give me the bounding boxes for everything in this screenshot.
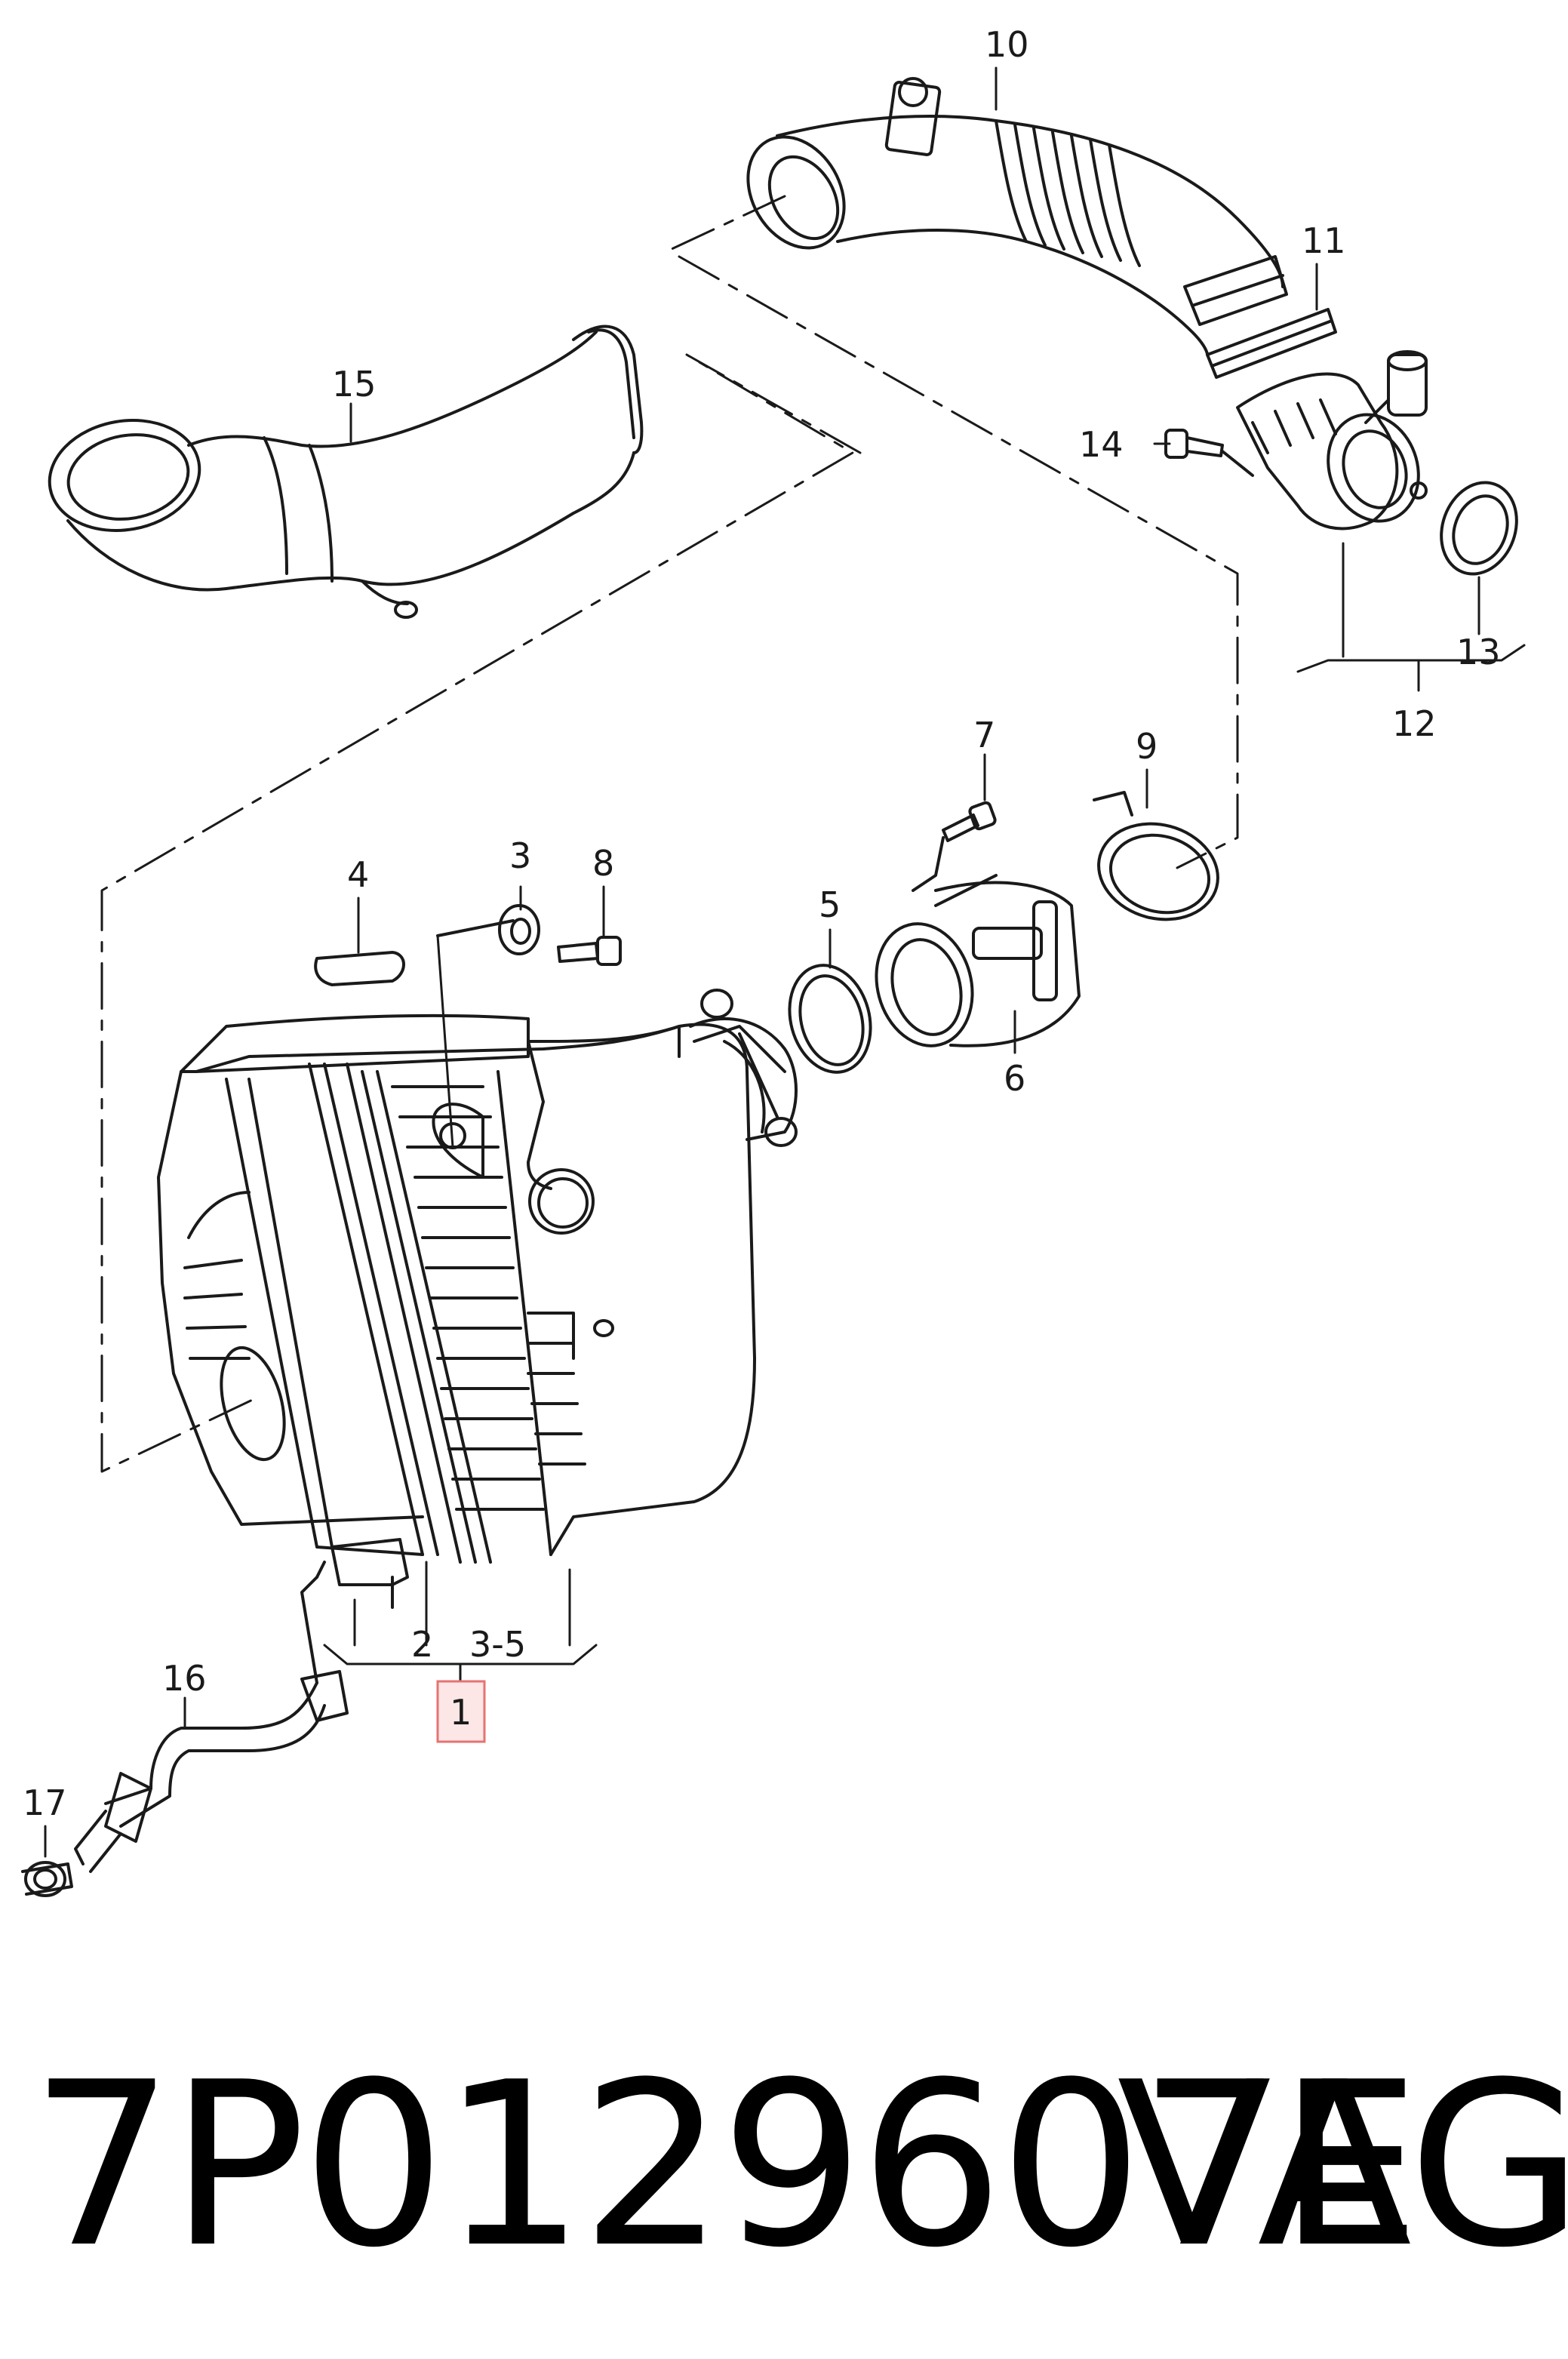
callout-14: 14 (1079, 424, 1124, 465)
callout-2: 2 (411, 1624, 433, 1665)
highlight-box (436, 1680, 486, 1743)
callout-8: 8 (592, 843, 614, 884)
air-flow-sensor-6 (875, 874, 1081, 1047)
clamp-band-11 (1206, 308, 1337, 379)
callout-13: 13 (1456, 632, 1501, 672)
air-filter-housing (157, 989, 798, 1609)
callout-16: 16 (162, 1658, 207, 1699)
exploded-view-drawing: 10 11 14 13 12 15 7 9 4 3 8 5 6 2 3-5 1 … (21, 24, 1526, 1897)
hose-clamp-9 (1093, 791, 1219, 921)
intake-hose-upper (746, 77, 1288, 356)
part-number: 7P0129607E (30, 2034, 1421, 2297)
grommet-3 (436, 904, 540, 955)
screw-7 (912, 801, 997, 892)
callout-6: 6 (1004, 1058, 1025, 1099)
intake-hose-lower (48, 324, 644, 619)
callout-5: 5 (819, 884, 841, 925)
seal-ring-13 (1440, 481, 1518, 576)
dashed-assembly-lines (100, 195, 1239, 1473)
callout-4: 4 (347, 854, 369, 895)
callout-labels: 10 11 14 13 12 15 7 9 4 3 8 5 6 2 3-5 1 … (23, 24, 1501, 1823)
callout-15: 15 (332, 364, 377, 404)
connector-housing-12 (1236, 350, 1428, 531)
clamp-17 (21, 1861, 73, 1897)
bolt-8 (557, 936, 622, 966)
screw-14 (1164, 429, 1254, 477)
callout-12: 12 (1392, 703, 1437, 744)
parts-diagram: 10 11 14 13 12 15 7 9 4 3 8 5 6 2 3-5 1 … (21, 24, 1526, 1897)
brand-name: VAG (1117, 2034, 1568, 2297)
leader-lines (44, 66, 1526, 1858)
callout-10: 10 (985, 24, 1029, 65)
gasket-ring-5 (788, 964, 872, 1074)
vent-hose-16 (74, 1576, 349, 1873)
callout-7: 7 (973, 715, 995, 755)
callout-3-5: 3-5 (469, 1624, 526, 1665)
clip-4 (314, 951, 405, 986)
callout-17: 17 (23, 1782, 67, 1823)
callout-11: 11 (1302, 220, 1346, 261)
callout-1: 1 (450, 1692, 472, 1733)
footer: 7P0129607E VAG (0, 2022, 1568, 2309)
callout-3: 3 (509, 835, 531, 876)
callout-9: 9 (1136, 726, 1158, 767)
